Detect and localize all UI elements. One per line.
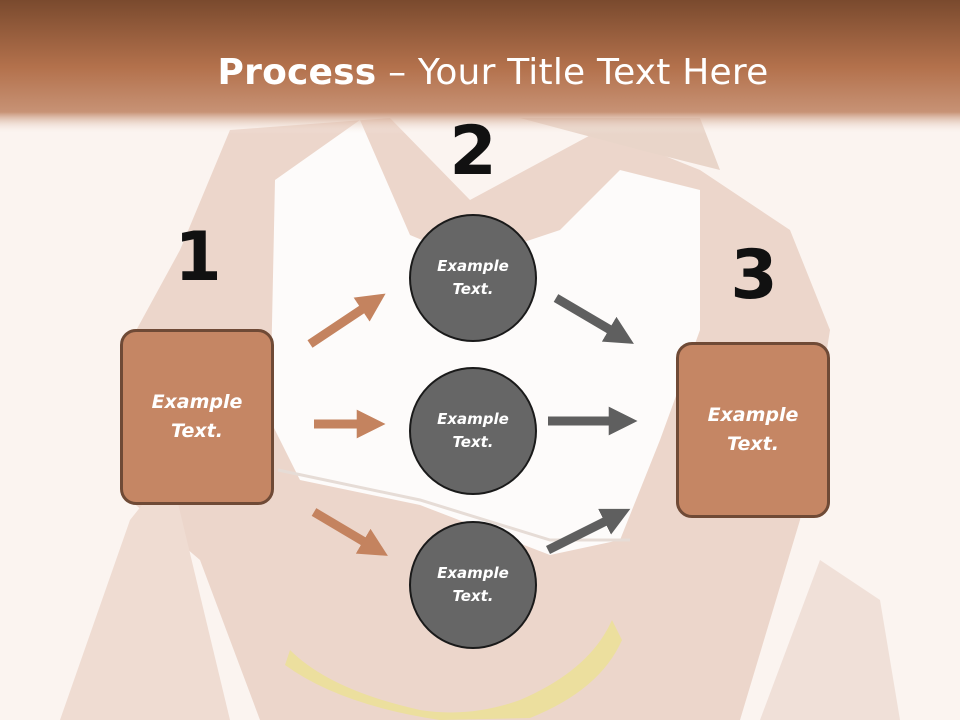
arrow-1-to-top (307, 293, 386, 348)
arrow-bottom-to-3 (545, 508, 631, 555)
arrow-top-to-3 (553, 294, 634, 344)
step-1-box: Example Text. (120, 329, 274, 505)
step-1-text: Example Text. (151, 391, 243, 442)
arrow-1-to-bottom (311, 508, 388, 556)
step-2-circle-text: Example Text. (437, 410, 509, 451)
title-rest: – Your Title Text Here (376, 52, 769, 93)
step-1-number: 1 (174, 218, 222, 297)
title-bold: Process (217, 52, 377, 93)
step-3-text: Example Text. (707, 404, 799, 455)
step-3-number: 3 (730, 236, 778, 315)
step-3-box: Example Text. (676, 342, 830, 518)
step-2-number: 2 (449, 112, 497, 191)
step-2-circle-text: Example Text. (437, 564, 509, 605)
step-2-circle-top: Example Text. (409, 214, 537, 342)
step-2-circle-bottom: Example Text. (409, 521, 537, 649)
step-2-circle-text: Example Text. (437, 257, 509, 298)
slide-title: Process – Your Title Text Here (0, 52, 960, 93)
step-2-circle-middle: Example Text. (409, 367, 537, 495)
